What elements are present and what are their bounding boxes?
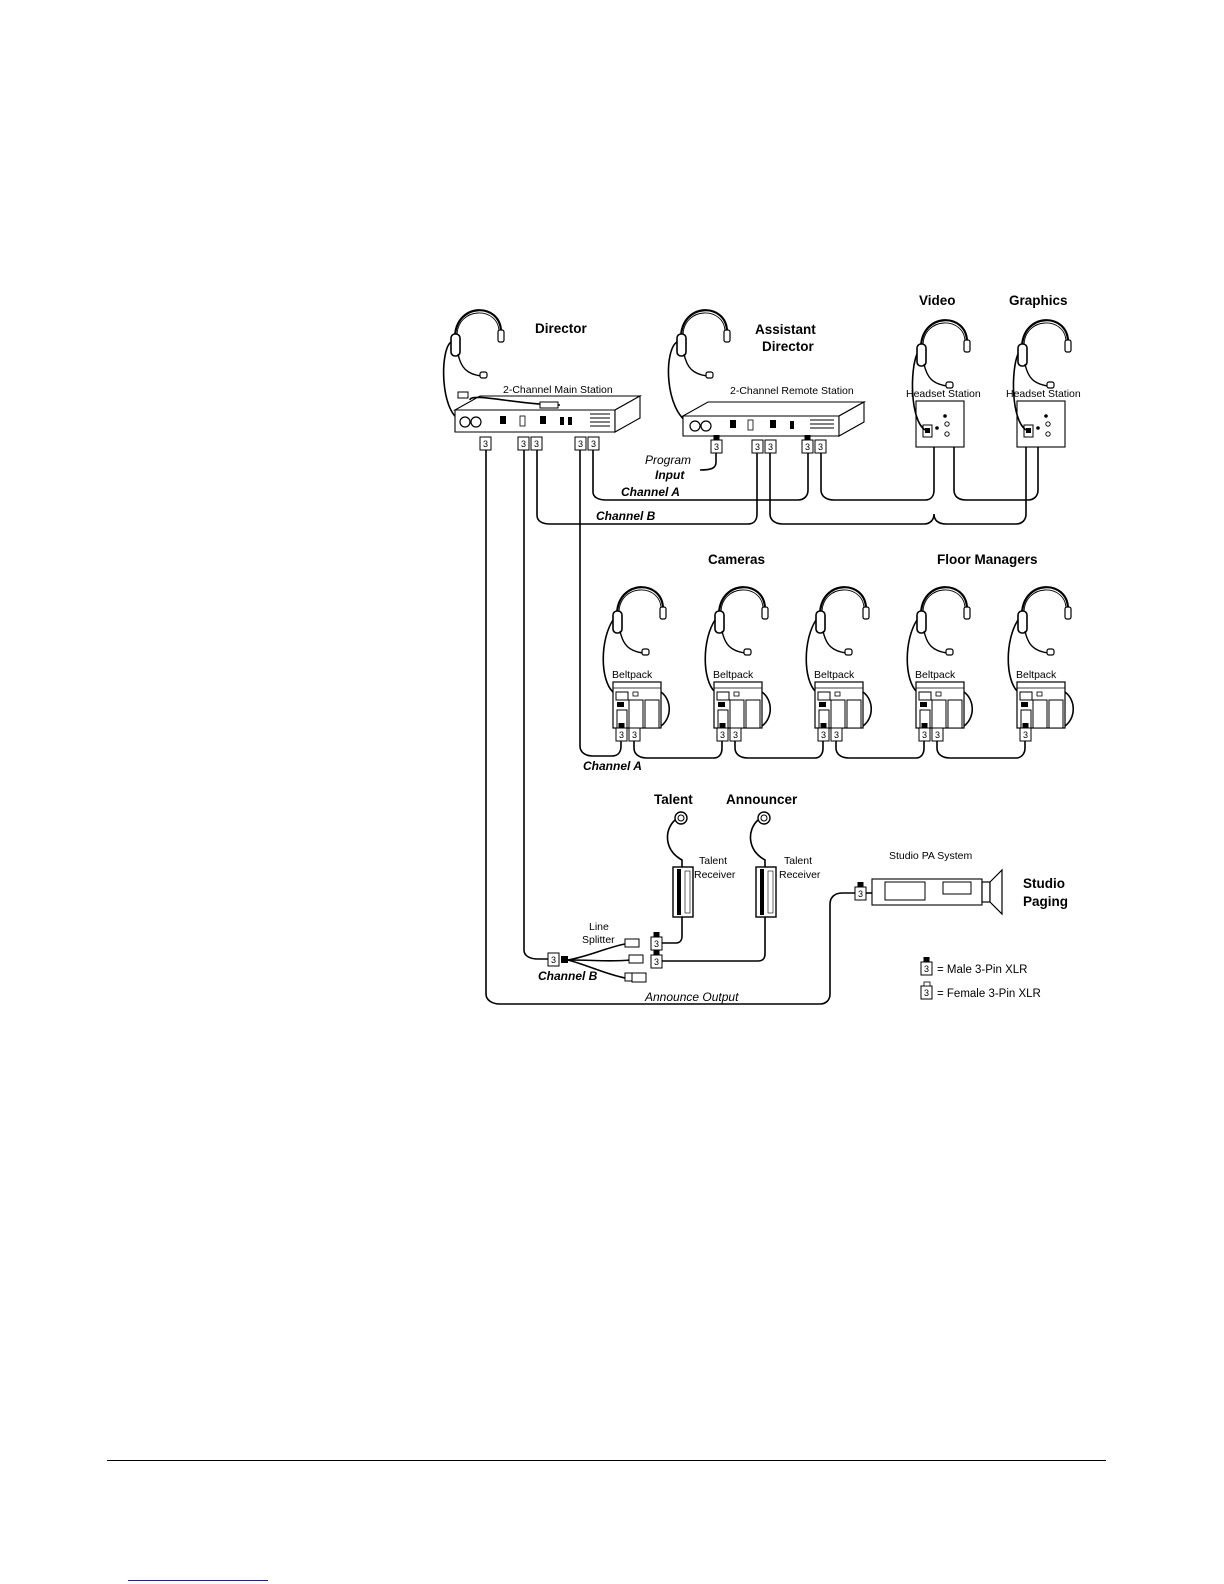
main-station-label: 2-Channel Main Station [503, 384, 613, 396]
main-station-connector-4 [587, 436, 600, 451]
announce-output-cable [485, 450, 855, 1005]
program-input-label-2: Input [655, 468, 685, 482]
graphics-headset-station-label: Headset Station [1006, 388, 1081, 400]
floor-manager-1-connector-b [931, 727, 944, 742]
graphics-headset-cable [1012, 353, 1027, 431]
talent-receiver-2 [755, 866, 777, 918]
talent-receiver-2-label-2: Receiver [779, 869, 821, 881]
assistant-director-label-1: Assistant [755, 322, 816, 337]
floor-managers-label: Floor Managers [937, 552, 1038, 567]
footer-link-underline [128, 1580, 268, 1581]
talent-receiver-2-cable [662, 917, 766, 962]
splitter-out-2-connector [650, 949, 663, 969]
video-headset-icon [915, 319, 972, 390]
line-splitter-label-1: Line [589, 921, 609, 933]
video-headset-cable [911, 353, 926, 431]
director-headset-icon [449, 309, 506, 380]
graphics-headset-icon [1016, 319, 1073, 390]
talent-receiver-1-label-1: Talent [699, 855, 727, 867]
camera-3-beltpack [814, 681, 864, 729]
channel-b-top-cable [536, 447, 1027, 525]
main-station [452, 391, 643, 433]
camera-1-beltpack [612, 681, 662, 729]
channel-a-beltpack-label: Channel A [583, 759, 642, 773]
program-input-connector [710, 434, 723, 454]
legend-male-label: = Male 3-Pin XLR [937, 964, 1027, 976]
channel-a-top-label: Channel A [621, 485, 680, 499]
studio-paging-label-1: Studio [1023, 876, 1065, 891]
video-headset-station-label: Headset Station [906, 388, 981, 400]
line-splitter-input-connector [547, 952, 560, 967]
talent-receiver-1 [672, 866, 694, 918]
program-input-label-1: Program [645, 453, 691, 467]
camera-2-connector-b [729, 727, 742, 742]
camera-3-connector-b [830, 727, 843, 742]
graphics-label: Graphics [1009, 293, 1068, 308]
camera-1-beltpack-label: Beltpack [612, 669, 653, 681]
camera-2-beltpack [713, 681, 763, 729]
studio-pa-connector [854, 881, 867, 901]
floor-manager-2-beltpack-label: Beltpack [1016, 669, 1057, 681]
talent-label: Talent [654, 792, 693, 807]
assistant-director-headset-icon [675, 309, 732, 380]
studio-pa-label: Studio PA System [889, 850, 973, 862]
remote-station-label: 2-Channel Remote Station [730, 385, 854, 397]
floor-manager-2-beltpack [1016, 681, 1066, 729]
director-label: Director [535, 321, 588, 336]
camera-2-headset-icon [713, 586, 770, 657]
floor-manager-1-headset-icon [915, 586, 972, 657]
cameras-label: Cameras [708, 552, 765, 567]
announce-output-label: Announce Output [644, 990, 739, 1004]
camera-3-headset-icon [814, 586, 871, 657]
floor-manager-1-beltpack [915, 681, 965, 729]
main-station-connector-2 [530, 436, 543, 451]
graphics-headset-station [1016, 400, 1066, 448]
talent-receiver-1-label-2: Receiver [694, 869, 736, 881]
program-input-cable [699, 453, 717, 471]
announcer-earpiece-icon [757, 811, 771, 825]
remote-station-connector-1 [751, 439, 764, 454]
channel-b-splitter-label: Channel B [538, 969, 598, 983]
assistant-director-label-2: Director [762, 339, 815, 354]
legend-male-connector-icon [920, 956, 933, 976]
talent-receiver-1-cable [662, 917, 683, 944]
camera-3-beltpack-label: Beltpack [814, 669, 855, 681]
video-headset-station [915, 400, 965, 448]
main-station-connector-3 [574, 436, 587, 451]
splitter-out-1-connector [650, 931, 663, 951]
camera-1-connector-b [628, 727, 641, 742]
legend-female-label: = Female 3-Pin XLR [937, 988, 1041, 1000]
camera-1-headset-icon [611, 586, 668, 657]
remote-station-connector-4 [814, 439, 827, 454]
floor-manager-1-beltpack-label: Beltpack [915, 669, 956, 681]
legend: = Male 3-Pin XLR = Female 3-Pin XLR [920, 956, 1041, 1000]
floor-manager-2-headset-icon [1016, 586, 1073, 657]
remote-station-connector-3 [801, 434, 814, 454]
channel-a-beltpack-cable [579, 450, 1026, 759]
studio-paging-label-2: Paging [1023, 894, 1068, 909]
video-label: Video [919, 293, 956, 308]
camera-2-beltpack-label: Beltpack [713, 669, 754, 681]
line-splitter-label-2: Splitter [582, 934, 615, 946]
talent-receiver-2-label-1: Talent [784, 855, 812, 867]
remote-station [680, 401, 867, 437]
announcer-label: Announcer [726, 792, 798, 807]
talent-earpiece-icon [674, 811, 688, 825]
footer-rule [107, 1460, 1106, 1461]
channel-b-splitter-cable [523, 450, 548, 960]
remote-station-connector-2 [764, 439, 777, 454]
channel-b-top-label: Channel B [596, 509, 656, 523]
studio-pa-system [871, 868, 1003, 916]
channel-a-top-cable [592, 447, 1039, 501]
main-station-connector-1 [517, 436, 530, 451]
main-station-announce-connector [479, 436, 492, 451]
legend-female-connector-icon [920, 985, 933, 1000]
